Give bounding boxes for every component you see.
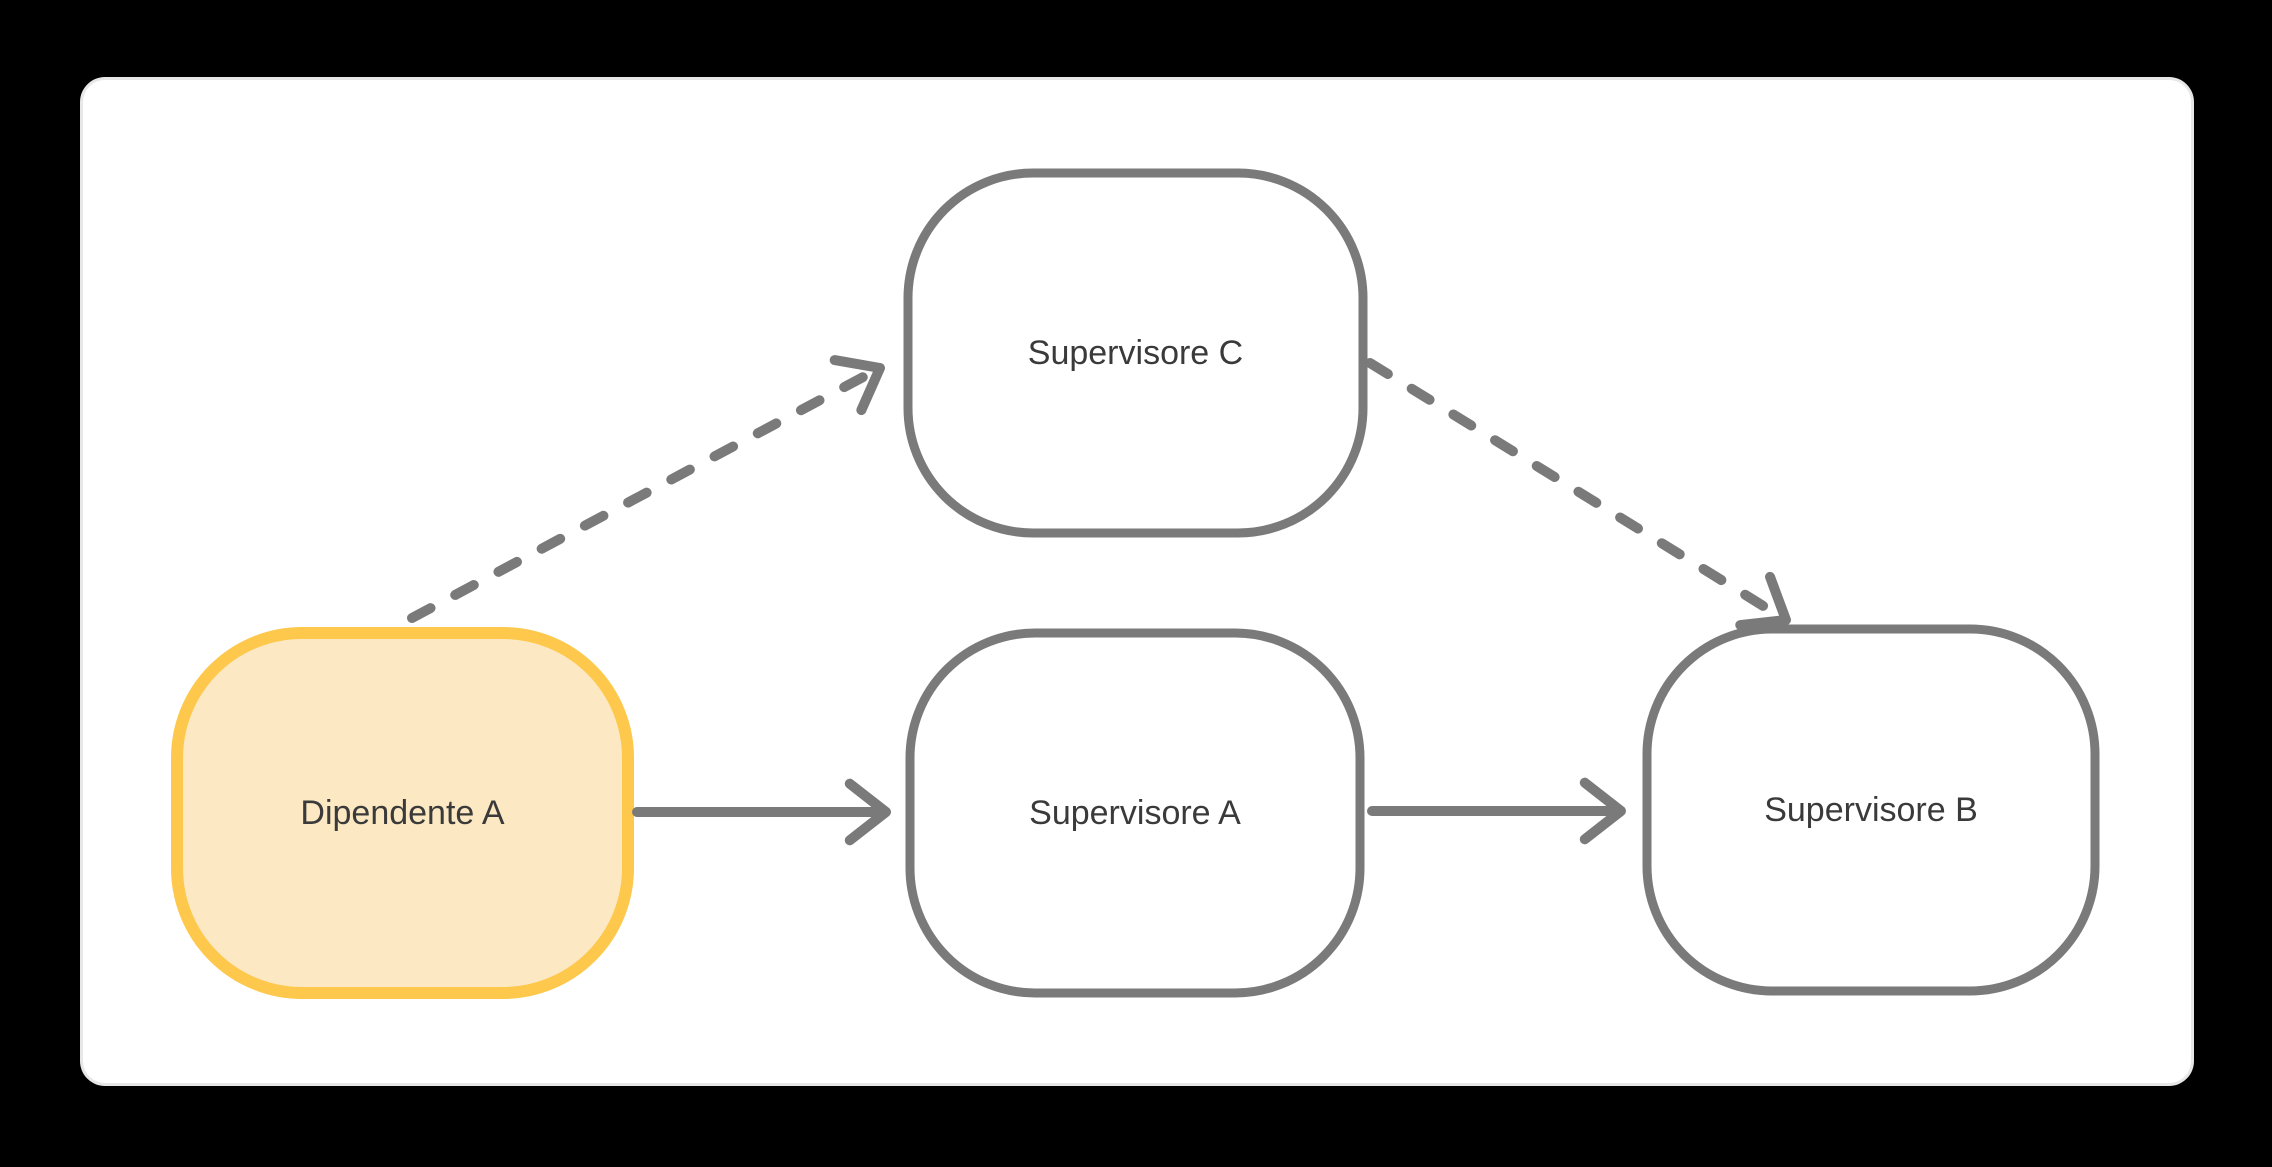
node-shape-supervisore-b[interactable] <box>1642 624 2100 996</box>
node-shape-supervisore-c[interactable] <box>903 168 1368 538</box>
node-label-supervisore-b: Supervisore B <box>1764 791 1978 829</box>
node-supervisore-c[interactable]: Supervisore C <box>903 168 1368 538</box>
node-label-dipendente-a: Dipendente A <box>300 794 504 832</box>
node-shape-dipendente-a[interactable] <box>171 627 634 999</box>
arrowhead-icon <box>844 778 891 846</box>
node-label-supervisore-c: Supervisore C <box>1028 334 1243 372</box>
node-supervisore-b[interactable]: Supervisore B <box>1642 624 2100 996</box>
edge-dipendente-a-to-supervisore-a-solid-arrow <box>632 778 891 846</box>
arrowhead-icon <box>1735 571 1791 631</box>
arrowhead-icon <box>829 355 885 416</box>
edge-supervisore-a-to-supervisore-b-solid-arrow <box>1367 777 1626 845</box>
edge-dipendente-a-to-supervisore-c-dashed-arrow <box>407 355 885 623</box>
edge-supervisore-c-to-supervisore-b-dashed-arrow <box>1365 358 1791 631</box>
node-dipendente-a[interactable]: Dipendente A <box>171 627 634 999</box>
node-supervisore-a[interactable]: Supervisore A <box>905 628 1365 998</box>
arrowhead-icon <box>1579 777 1626 845</box>
node-shape-supervisore-a[interactable] <box>905 628 1365 998</box>
node-label-supervisore-a: Supervisore A <box>1029 794 1241 832</box>
edge-line-dipendente-a-to-supervisore-c <box>407 364 882 623</box>
edge-line-supervisore-c-to-supervisore-b <box>1365 358 1788 623</box>
